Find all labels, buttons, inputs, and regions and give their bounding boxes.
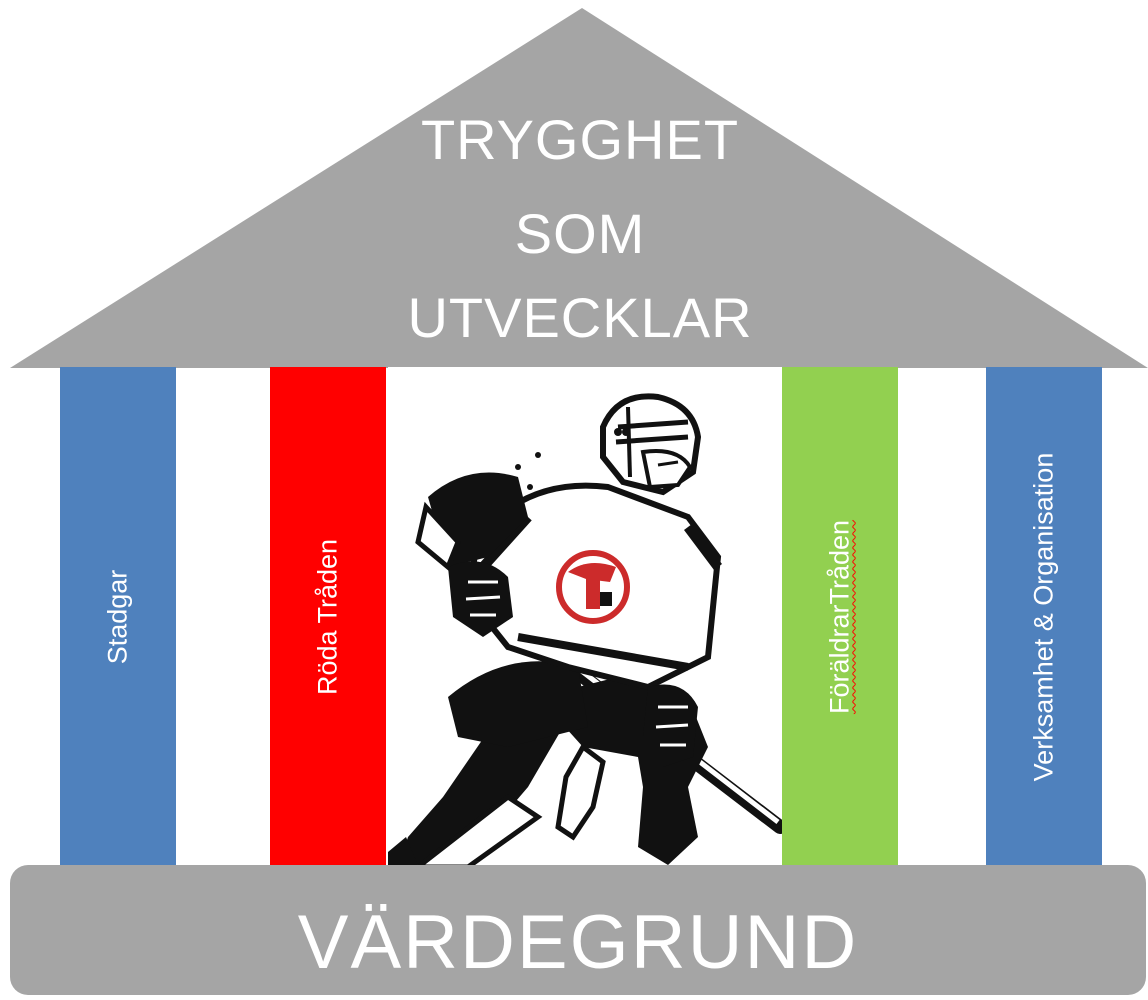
pillar-verksamhet-organisation: Verksamhet & Organisation [986, 367, 1102, 867]
pillar-foraldrar-traden: FöräldrarTråden [782, 367, 898, 867]
hockey-player-illustration [388, 393, 782, 867]
club-crest-icon [556, 550, 630, 624]
base-label: VÄRDEGRUND [297, 900, 859, 985]
base-foundation: VÄRDEGRUND [10, 865, 1146, 995]
pillar-label-stadgar: Stadgar [102, 569, 133, 665]
roof-line-3: UTVECKLAR [407, 286, 753, 349]
pillar-label-foraldrar-traden: FöräldrarTråden [824, 519, 855, 715]
pillar-label-verksamhet-organisation: Verksamhet & Organisation [1028, 452, 1059, 782]
roof-line-1: TRYGGHET [420, 108, 740, 171]
roof [10, 8, 1148, 368]
hockey-player-image [388, 367, 782, 867]
pillar-stadgar: Stadgar [60, 367, 176, 867]
pillar-label-roda-traden: Röda Tråden [312, 538, 343, 696]
roof-triangle [10, 8, 1148, 368]
roof-line-2: SOM [514, 202, 646, 265]
pillar-roda-traden: Röda Tråden [270, 367, 386, 867]
